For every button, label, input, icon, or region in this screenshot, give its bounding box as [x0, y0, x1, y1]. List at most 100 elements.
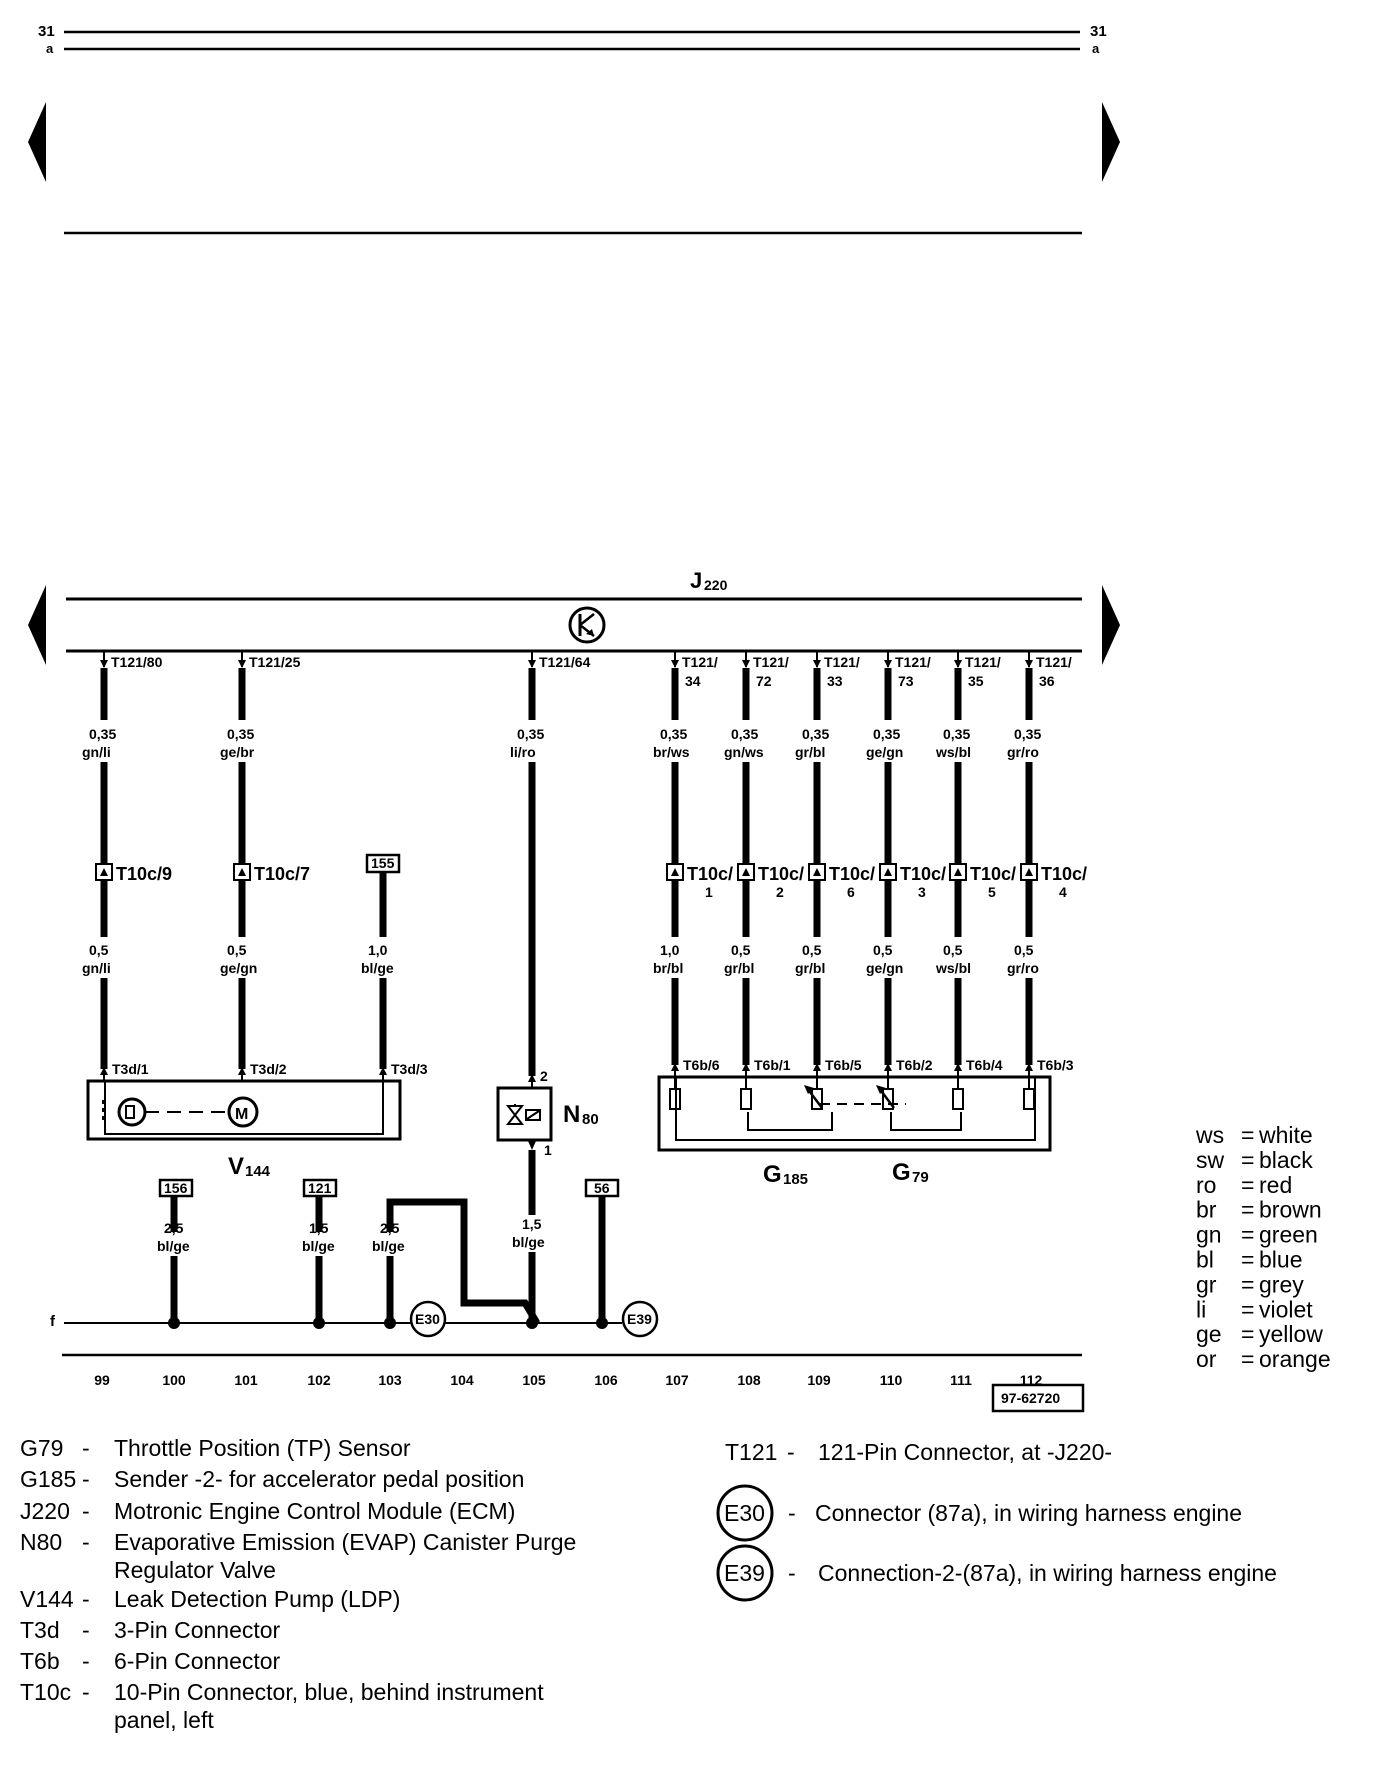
end-pin-label: T3d/2 — [250, 1061, 287, 1077]
legend-code: G185 — [20, 1466, 76, 1492]
connector-label: T10c/ — [687, 864, 733, 884]
wire-gauge: 0,5 — [802, 942, 822, 958]
color-code: li — [1196, 1296, 1206, 1322]
color-code: gr — [1196, 1271, 1217, 1297]
wire-gauge: 0,5 — [873, 942, 893, 958]
wire-gauge: 0,35 — [731, 726, 758, 742]
pin-label: T121/80 — [111, 654, 163, 670]
equals-sign: = — [1241, 1147, 1254, 1173]
contact-icon — [740, 1088, 752, 1110]
connector-label: 1 — [705, 884, 713, 900]
pin-label: T121/64 — [539, 654, 591, 670]
legend-desc: Regulator Valve — [114, 1557, 276, 1583]
v144-sub: 144 — [245, 1163, 271, 1180]
connector-label: 6 — [847, 884, 855, 900]
feed-gauge: 1,5 — [309, 1220, 329, 1236]
equals-sign: = — [1241, 1122, 1254, 1148]
pin-arrow-icon — [671, 660, 679, 668]
track-number: 109 — [807, 1372, 831, 1388]
legend-desc: 6-Pin Connector — [114, 1648, 281, 1674]
page-ref-left-sub: a — [46, 41, 54, 56]
wire-gauge: 0,35 — [1014, 726, 1041, 742]
connector-label: T10c/ — [900, 864, 946, 884]
pin-label: T121/25 — [249, 654, 301, 670]
connector-arrow-icon — [742, 868, 750, 876]
color-code: ws — [1195, 1122, 1224, 1148]
end-pin-label: T6b/1 — [754, 1057, 791, 1073]
wire-gauge: 0,5 — [943, 942, 963, 958]
contact-icon — [1023, 1088, 1035, 1110]
pin-label: 36 — [1039, 673, 1055, 689]
connector-label: T10c/9 — [116, 864, 172, 884]
legend-sep: - — [82, 1498, 90, 1524]
wire-gauge: 0,35 — [227, 726, 254, 742]
pin-label: T121/ — [824, 654, 860, 670]
g79-name: G — [892, 1159, 911, 1186]
page-ref-right-sub: a — [1092, 41, 1100, 56]
legend-code: E39 — [724, 1560, 765, 1586]
track-number: 103 — [378, 1372, 402, 1388]
connector-label: 2 — [776, 884, 784, 900]
connector-arrow-icon — [813, 868, 821, 876]
end-pin-label: 2 — [540, 1068, 548, 1084]
wire-gauge: 0,5 — [227, 942, 247, 958]
legend-desc: Sender -2- for accelerator pedal positio… — [114, 1466, 524, 1492]
color-code: or — [1196, 1346, 1217, 1372]
wire-gauge: 0,5 — [731, 942, 751, 958]
wire-gauge: 1,0 — [660, 942, 680, 958]
end-pin-label: T6b/6 — [683, 1057, 720, 1073]
equals-sign: = — [1241, 1321, 1254, 1347]
pin-arrow-icon — [238, 660, 246, 668]
arrow-left-icon — [28, 585, 46, 665]
legend-sep: - — [82, 1679, 90, 1705]
page-ref-right: 31 — [1090, 23, 1107, 40]
wire-color: bl/ge — [361, 960, 394, 976]
connector-arrow-icon — [671, 868, 679, 876]
feed-gauge: 2,5 — [164, 1220, 184, 1236]
connector-label: T10c/ — [829, 864, 875, 884]
legend-code: J220 — [20, 1498, 70, 1524]
legend-code: T3d — [20, 1617, 60, 1643]
wire-color: gn/li — [82, 960, 111, 976]
contact-icon — [952, 1088, 964, 1110]
connector-arrow-icon — [884, 868, 892, 876]
connector-label: T10c/7 — [254, 864, 310, 884]
ground-feeds: 156 2,5 bl/ge 121 1,5 bl/ge 2,5 bl/ge 1,… — [157, 1150, 620, 1325]
ecm-symbol-icon — [568, 606, 606, 644]
color-name: grey — [1259, 1271, 1304, 1297]
connector-arrow-icon — [238, 868, 246, 876]
wire-gauge: 0,35 — [660, 726, 687, 742]
wire-gauge: 0,35 — [802, 726, 829, 742]
wire-color: gr/bl — [724, 960, 754, 976]
wire-gauge: 0,35 — [943, 726, 970, 742]
bus-f: f E30 E39 — [50, 1300, 659, 1338]
legend-desc: Connection-2-(87a), in wiring harness en… — [818, 1560, 1277, 1586]
wire-color: gn/ws — [724, 744, 764, 760]
arrow-right-icon — [1102, 102, 1120, 182]
wire-color: ws/bl — [935, 744, 971, 760]
pin-label: T121/ — [682, 654, 718, 670]
page-reference-top: 31 a 31 a — [28, 23, 1120, 235]
svg-text:E39: E39 — [627, 1311, 652, 1327]
wire-gauge: 0,5 — [1014, 942, 1034, 958]
legend-sep: - — [82, 1586, 90, 1612]
track-number: 111 — [950, 1372, 972, 1388]
wire-color-legend: ws=whitesw=blackro=redbr=browngn=greenbl… — [1195, 1122, 1331, 1372]
feed-gauge: 1,5 — [522, 1216, 542, 1232]
pin-label: T121/ — [895, 654, 931, 670]
color-code: gn — [1196, 1222, 1222, 1248]
page-ref-left: 31 — [38, 23, 55, 40]
pin-arrow-icon — [954, 660, 962, 668]
pin-arrow-icon — [742, 660, 750, 668]
legend-code: E30 — [724, 1500, 765, 1526]
color-code: sw — [1196, 1147, 1225, 1173]
